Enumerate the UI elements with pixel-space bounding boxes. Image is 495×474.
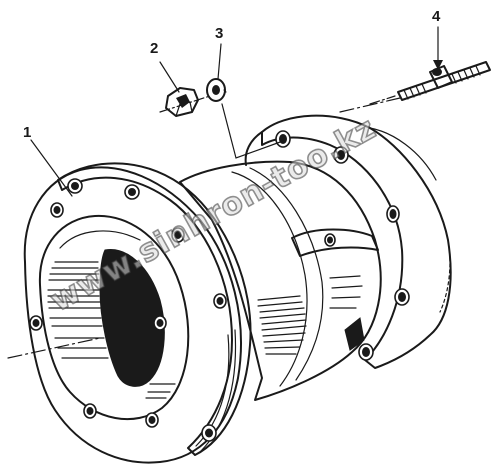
callout-label-1: 1 xyxy=(23,124,31,141)
front-bolt-hole xyxy=(71,182,79,190)
front-bolt-hole xyxy=(174,231,182,239)
front-bolt-hole xyxy=(216,297,224,305)
rear-bolt-hole xyxy=(398,292,406,302)
bore xyxy=(38,214,190,421)
housing-body xyxy=(179,160,382,401)
rear-flange xyxy=(244,114,452,369)
mounting-boss xyxy=(291,228,379,257)
rear-bolt-hole xyxy=(389,209,397,219)
assembly-leader xyxy=(221,103,284,159)
front-bolt-hole xyxy=(156,319,164,327)
hex-nut xyxy=(159,87,211,117)
front-bolt-hole xyxy=(32,319,40,327)
body-slot xyxy=(344,317,365,351)
callout-3: 3 xyxy=(215,25,223,80)
front-bolt-hole xyxy=(128,188,136,196)
callout-label-4: 4 xyxy=(432,8,441,25)
callout-1: 1 xyxy=(23,124,73,197)
front-flange xyxy=(23,162,252,464)
rear-bolt-hole xyxy=(362,347,370,357)
callout-label-3: 3 xyxy=(215,25,223,42)
boss-hole xyxy=(327,236,333,244)
body-shading xyxy=(257,275,363,355)
stud-thread xyxy=(403,65,481,100)
front-bolt-hole xyxy=(86,407,94,415)
callout-2: 2 xyxy=(150,40,180,93)
front-bolt-hole xyxy=(148,416,156,424)
front-flange-bolt-holes xyxy=(29,178,227,442)
bore-spline-teeth xyxy=(47,261,176,399)
front-bolt-hole xyxy=(53,206,61,214)
front-bolt-hole xyxy=(205,428,213,438)
callout-label-2: 2 xyxy=(150,40,158,57)
rear-flange-bolt-holes xyxy=(275,130,410,361)
rear-bolt-hole xyxy=(337,150,345,160)
bore-cavity xyxy=(99,249,165,387)
washer xyxy=(206,78,227,102)
center-axis-line xyxy=(7,97,401,359)
callout-4: 4 xyxy=(432,8,443,70)
stud-bolt xyxy=(369,61,491,105)
